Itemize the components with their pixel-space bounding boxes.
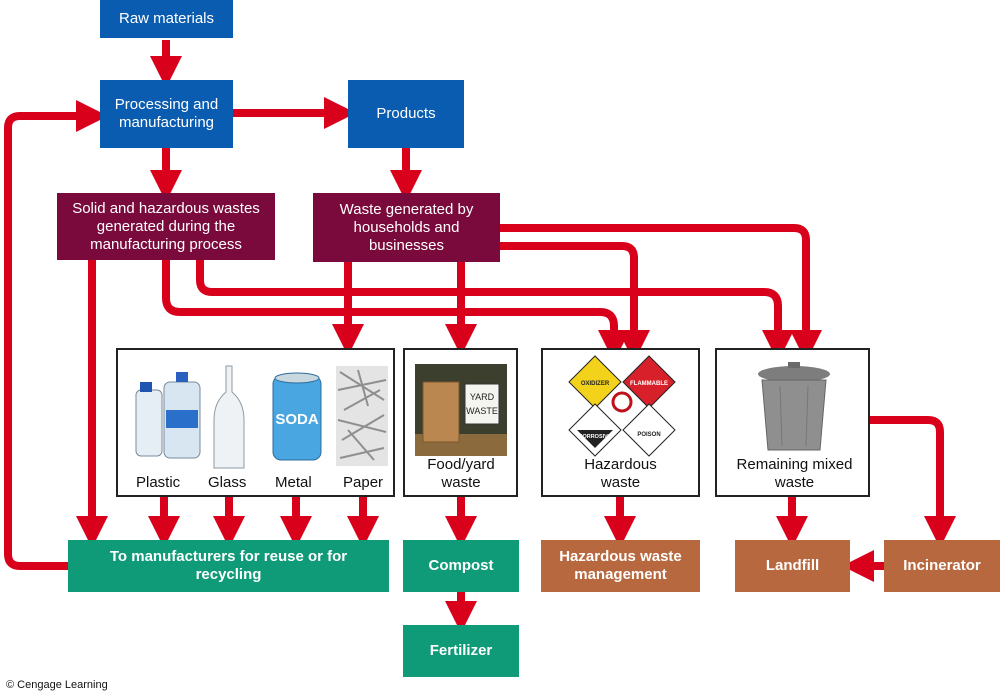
- arrow-household-to-mixed: [500, 224, 822, 362]
- hazard-placards-illustration: OXIDIZER FLAMMABLE CORROSIVE POISON: [568, 355, 676, 457]
- compost-label: Compost: [428, 557, 494, 574]
- glass-bottle-icon: [213, 365, 245, 469]
- arrow-recycle-loop: [4, 100, 108, 570]
- mixed-waste-panel: Remaining mixed waste: [715, 348, 870, 497]
- fertilizer-label: Fertilizer: [429, 642, 493, 659]
- label-paper: Paper: [343, 474, 384, 491]
- recyclables-panel: SODA Plastic Glass Metal Paper: [116, 348, 395, 497]
- label-mixed: Remaining mixed waste: [736, 456, 853, 491]
- food-yard-panel: YARD WASTE Food/yard waste: [403, 348, 518, 497]
- arrow-household-to-hazardous: [500, 242, 650, 362]
- compost-box: Compost: [403, 540, 519, 592]
- yard-waste-illustration: YARD WASTE: [415, 364, 507, 456]
- solid-hazardous-wastes-label: Solid and hazardous wastes generated dur…: [72, 199, 260, 253]
- incinerator-box: Incinerator: [884, 540, 1000, 592]
- corrosive-placard-icon: CORROSIVE: [568, 403, 622, 457]
- label-food-yard: Food/yard waste: [427, 456, 495, 491]
- landfill-box: Landfill: [735, 540, 850, 592]
- fertilizer-box: Fertilizer: [403, 625, 519, 677]
- arrow-solid-to-hazardous: [162, 260, 630, 362]
- arrow-solid-to-mixed: [196, 260, 794, 362]
- label-plastic: Plastic: [136, 474, 181, 491]
- products-label: Products: [376, 105, 436, 122]
- processing-label: Processing and manufacturing: [114, 96, 219, 131]
- svg-text:WASTE: WASTE: [466, 406, 498, 416]
- biohazard-icon: [611, 391, 633, 413]
- label-hazardous: Hazardous waste: [584, 456, 657, 491]
- soda-can-icon: SODA: [272, 372, 322, 461]
- svg-text:FLAMMABLE: FLAMMABLE: [630, 381, 668, 387]
- hazardous-waste-management-label: Hazardous waste management: [559, 548, 682, 583]
- label-glass: Glass: [208, 474, 247, 491]
- raw-materials-box: Raw materials: [100, 0, 233, 38]
- to-manufacturers-box: To manufacturers for reuse or for recycl…: [68, 540, 389, 592]
- incinerator-label: Incinerator: [903, 557, 981, 574]
- hazardous-waste-management-box: Hazardous waste management: [541, 540, 700, 592]
- recyclables-illustration: SODA: [135, 365, 388, 469]
- processing-box: Processing and manufacturing: [100, 80, 233, 148]
- soda-can-text: SODA: [275, 411, 319, 428]
- svg-text:POISON: POISON: [637, 432, 660, 438]
- household-waste-label: Waste generated by households and busine…: [339, 200, 474, 254]
- household-waste-box: Waste generated by households and busine…: [313, 193, 500, 262]
- svg-text:CORROSIVE: CORROSIVE: [578, 434, 611, 440]
- shredded-paper-icon: [336, 366, 388, 466]
- plastic-jugs-icon: [135, 372, 201, 459]
- to-manufacturers-label: To manufacturers for reuse or for recycl…: [109, 548, 348, 583]
- svg-text:YARD: YARD: [470, 392, 495, 402]
- solid-hazardous-wastes-box: Solid and hazardous wastes generated dur…: [57, 193, 275, 260]
- svg-text:OXIDIZER: OXIDIZER: [581, 381, 610, 387]
- poison-placard-icon: POISON: [622, 403, 676, 457]
- arrow-mixed-to-incinerator: [870, 416, 956, 548]
- raw-materials-label: Raw materials: [118, 10, 215, 27]
- copyright-credit: © Cengage Learning: [6, 679, 108, 691]
- trash-can-icon: [758, 362, 830, 451]
- products-box: Products: [348, 80, 464, 148]
- hazardous-panel: OXIDIZER FLAMMABLE CORROSIVE POISON Haza…: [541, 348, 700, 497]
- label-metal: Metal: [275, 474, 312, 491]
- landfill-label: Landfill: [765, 557, 820, 574]
